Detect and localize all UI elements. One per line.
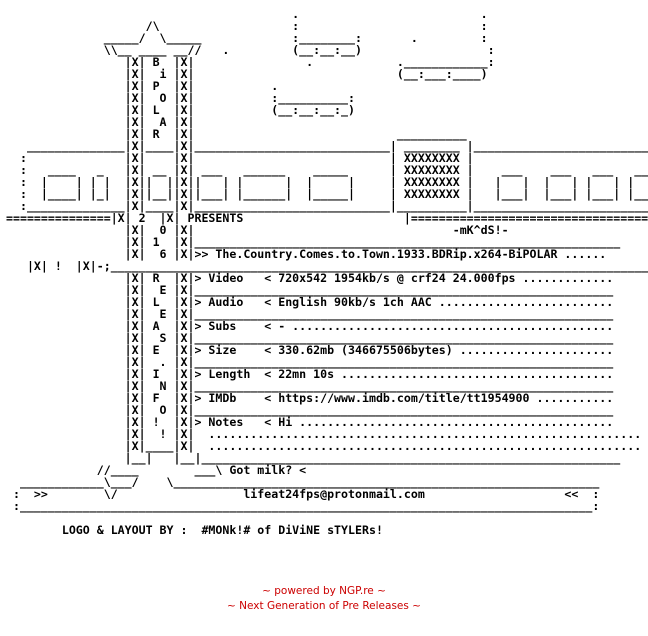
nfo-ascii-art: . . /\ : : _____/ \_____ :________: . : …	[6, 7, 648, 537]
tagline: ~ Next Generation of Pre Releases ~	[227, 600, 421, 612]
powered-by-line: ~ powered by NGP.re ~	[262, 585, 386, 597]
